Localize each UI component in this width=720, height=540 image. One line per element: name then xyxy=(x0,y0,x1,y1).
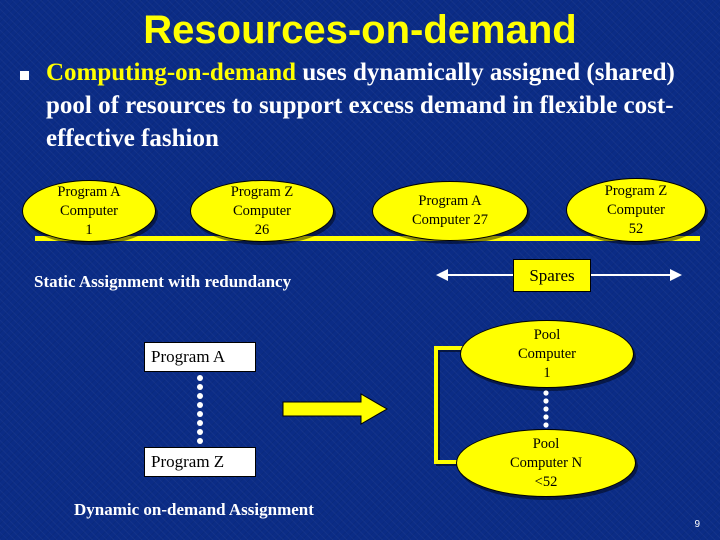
pool-dots-connector xyxy=(543,390,549,428)
bullet-rest: uses dynamically assigned (shared) pool … xyxy=(46,59,675,152)
slide-title: Resources-on-demand xyxy=(143,8,577,52)
static-assignment-label: Static Assignment with redundancy xyxy=(34,272,292,291)
slide-number: 9 xyxy=(694,519,700,530)
bullet-square-icon xyxy=(20,71,29,80)
spares-box: Spares xyxy=(513,259,591,292)
static-bus-line xyxy=(35,236,700,241)
assignment-arrow-icon xyxy=(282,393,389,425)
bullet-highlight: Computing-on-demand xyxy=(46,59,297,86)
program-dots-connector xyxy=(197,375,203,444)
static-node-program-a-computer-1: Program A Computer 1 xyxy=(22,180,156,242)
program-z-box: Program Z xyxy=(144,447,256,477)
dynamic-assignment-label: Dynamic on-demand Assignment xyxy=(74,500,314,519)
static-node-program-z-computer-26: Program Z Computer 26 xyxy=(190,180,334,242)
program-a-box: Program A xyxy=(144,342,256,372)
pool-computer-n: Pool Computer N <52 xyxy=(456,429,636,497)
static-node-program-z-computer-52: Program Z Computer 52 xyxy=(566,178,706,242)
bullet-text: Computing-on-demand uses dynamically ass… xyxy=(46,56,706,155)
pool-computer-1: Pool Computer 1 xyxy=(460,320,634,388)
static-node-program-a-computer-27: Program A Computer 27 xyxy=(372,181,528,241)
